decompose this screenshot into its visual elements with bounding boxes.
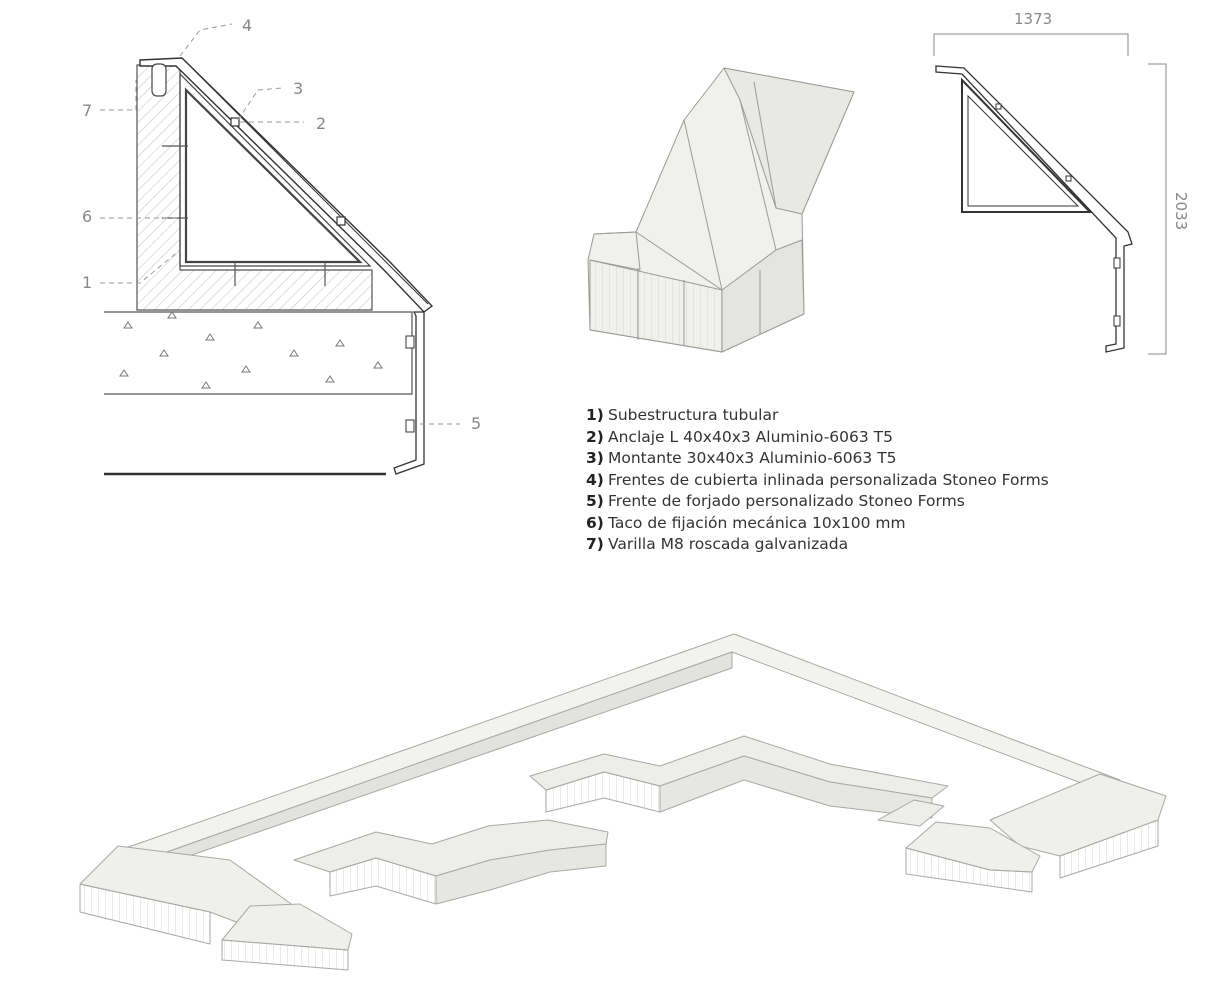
legend-item-1: 1)Subestructura tubular bbox=[586, 406, 779, 424]
profile-with-dimensions: 1373 2033 bbox=[933, 10, 1190, 355]
tubular-substructure bbox=[184, 87, 363, 264]
corner-piece-3d bbox=[587, 67, 855, 353]
legend-item-5: 5)Frente de forjado personalizado Stoneo… bbox=[586, 492, 965, 510]
callout-3: 3 bbox=[293, 79, 303, 98]
callout-5: 5 bbox=[471, 414, 481, 433]
callout-7: 7 bbox=[82, 101, 92, 120]
dimension-width: 1373 bbox=[1014, 10, 1052, 28]
callout-4: 4 bbox=[242, 16, 252, 35]
roof-perimeter-3d bbox=[79, 633, 1167, 971]
legend-item-4: 4)Frentes de cubierta inlinada personali… bbox=[586, 470, 1049, 489]
slab-front-panel bbox=[393, 311, 425, 475]
callout-2: 2 bbox=[316, 114, 326, 133]
concrete-slab bbox=[104, 311, 413, 395]
dimension-height: 2033 bbox=[1172, 192, 1190, 230]
legend-item-6: 6)Taco de fijación mecánica 10x100 mm bbox=[586, 513, 906, 532]
callout-6: 6 bbox=[82, 207, 92, 226]
section-detail: 7 6 1 4 3 2 5 bbox=[82, 16, 481, 476]
legend-item-3: 3)Montante 30x40x3 Aluminio-6063 T5 bbox=[586, 449, 897, 467]
legend-item-7: 7)Varilla M8 roscada galvanizada bbox=[586, 535, 849, 553]
legend-list: 1)Subestructura tubular 2)Anclaje L 40x4… bbox=[586, 405, 1049, 556]
legend-item-2: 2)Anclaje L 40x40x3 Aluminio-6063 T5 bbox=[586, 427, 894, 446]
leader-lines bbox=[100, 23, 460, 425]
callout-1: 1 bbox=[82, 273, 92, 292]
